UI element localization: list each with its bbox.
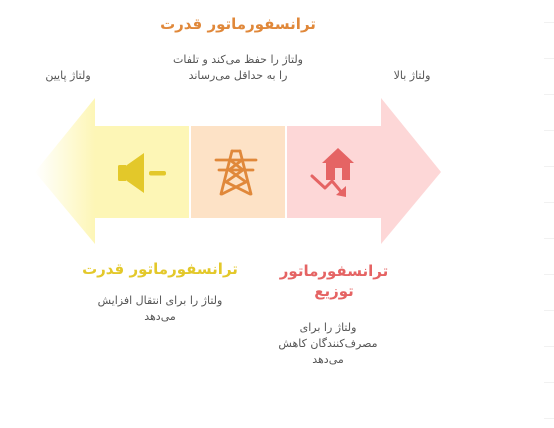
description-line: مصرف‌کنندگان کاهش <box>278 337 378 350</box>
left-arrow-head <box>35 98 95 244</box>
title-line: ترانسفورماتور <box>279 262 389 280</box>
title-line: توزیع <box>314 282 354 300</box>
grid-tick <box>544 58 554 59</box>
step-2-description: ولتاژ را حفظ می‌کند و تلفات را به حداقل … <box>140 52 336 84</box>
description-line: می‌دهد <box>144 310 176 323</box>
grid-tick <box>544 238 554 239</box>
label-high-voltage: ولتاژ بالا <box>393 69 431 82</box>
grid-tick <box>544 418 554 419</box>
step-3-title: ترانسفورماتور توزیع <box>262 261 406 301</box>
grid-tick <box>544 166 554 167</box>
house-down-arrow-icon <box>310 148 354 197</box>
megaphone-icon <box>118 153 166 193</box>
right-arrow-head <box>381 98 441 244</box>
description-line: ولتاژ را برای <box>299 321 357 334</box>
grid-tick <box>544 202 554 203</box>
description-line: را به حداقل می‌رساند <box>188 69 288 82</box>
grid-tick <box>544 94 554 95</box>
grid-tick <box>544 22 554 23</box>
step-1-title: ترانسفورماتور قدرت <box>82 260 238 278</box>
transmission-tower-icon <box>214 149 258 196</box>
step-2-title: ترانسفورماتور قدرت <box>160 15 316 33</box>
step-1-description: ولتاژ را برای انتقال افزایش می‌دهد <box>70 293 250 325</box>
step-3-description: ولتاژ را برای مصرف‌کنندگان کاهش می‌دهد <box>256 320 400 368</box>
description-line: ولتاژ را حفظ می‌کند و تلفات <box>173 53 303 66</box>
grid-tick <box>544 130 554 131</box>
description-line: می‌دهد <box>312 353 344 366</box>
label-low-voltage: ولتاژ پایین <box>45 69 91 82</box>
grid-tick <box>544 382 554 383</box>
grid-tick <box>544 274 554 275</box>
description-line: ولتاژ را برای انتقال افزایش <box>97 294 223 307</box>
grid-tick <box>544 310 554 311</box>
grid-tick <box>544 346 554 347</box>
